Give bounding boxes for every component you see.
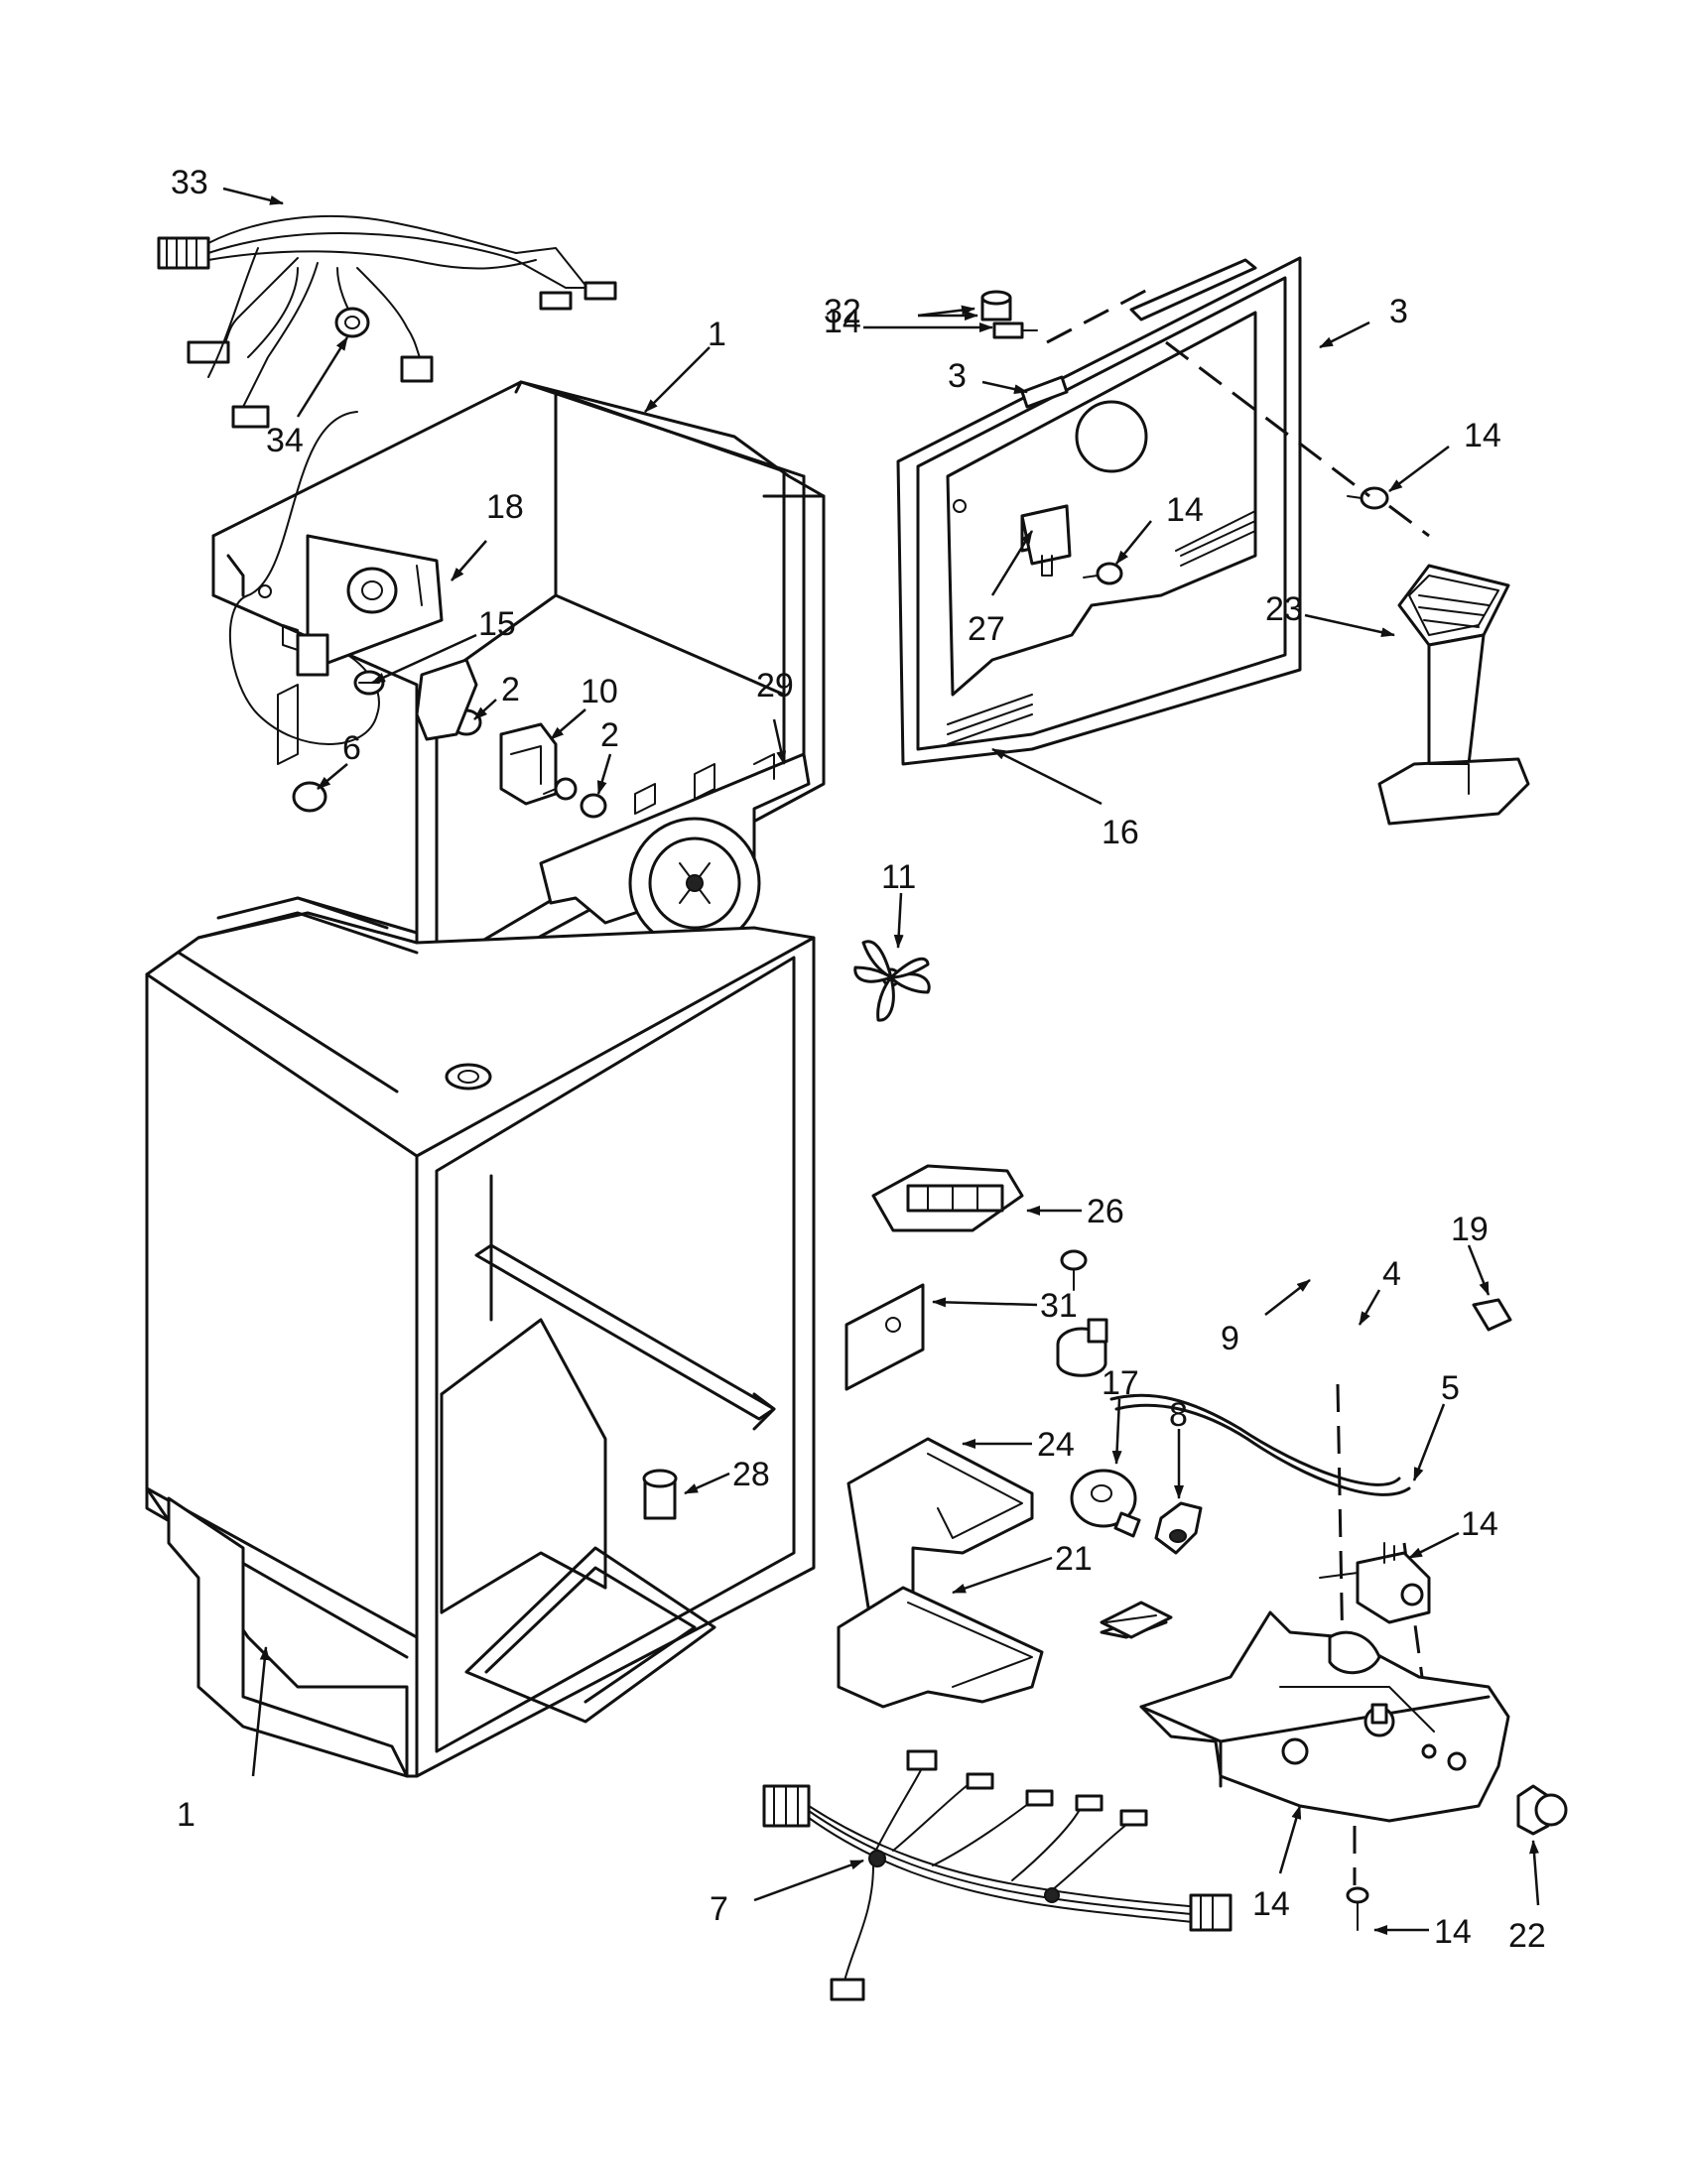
callout-33: 33 bbox=[171, 164, 208, 201]
callout-19: 19 bbox=[1451, 1211, 1489, 1248]
lamp-socket-8 bbox=[1154, 1501, 1203, 1555]
thermostat-13 bbox=[1319, 1542, 1431, 1624]
knob-6 bbox=[292, 781, 327, 813]
screw-14-top bbox=[992, 321, 1038, 339]
freezer-wire-loop bbox=[228, 411, 380, 745]
callout-7: 7 bbox=[710, 1890, 728, 1928]
callout-4: 4 bbox=[1382, 1255, 1401, 1293]
callout-3-right: 3 bbox=[1389, 293, 1408, 330]
callout-27: 27 bbox=[968, 610, 1005, 648]
callout-9: 9 bbox=[1221, 1320, 1239, 1357]
callout-34: 34 bbox=[266, 422, 304, 459]
callout-2-left: 2 bbox=[501, 671, 520, 708]
clip-2-right bbox=[580, 793, 607, 819]
screw-14-mid bbox=[1083, 562, 1123, 585]
wire-harness-33 bbox=[157, 214, 617, 429]
control-housing-18 bbox=[296, 534, 444, 677]
screw-15 bbox=[353, 670, 385, 696]
callout-2-right: 2 bbox=[600, 716, 619, 754]
callout-14-right: 14 bbox=[1464, 417, 1501, 454]
callout-12: 14 bbox=[1252, 1885, 1290, 1923]
callout-18: 18 bbox=[486, 488, 524, 526]
knob-22 bbox=[1516, 1784, 1568, 1836]
callout-29: 29 bbox=[756, 667, 794, 705]
sensor-pad bbox=[1100, 1601, 1173, 1639]
assembly-dashline-right bbox=[1165, 340, 1370, 498]
connector-19 bbox=[1472, 1298, 1512, 1332]
callout-13: 14 bbox=[1461, 1505, 1498, 1543]
light-bulb-17 bbox=[1070, 1469, 1141, 1538]
callout-17: 17 bbox=[1102, 1364, 1139, 1402]
control-housing-12 bbox=[1100, 1610, 1510, 1823]
bracket-plate-31 bbox=[844, 1283, 925, 1391]
control-box-26 bbox=[871, 1164, 1024, 1232]
callout-3-left: 3 bbox=[948, 357, 967, 395]
callout-28: 28 bbox=[732, 1456, 770, 1493]
callout-16: 16 bbox=[1102, 814, 1139, 851]
leader-lines bbox=[222, 187, 1540, 1935]
callout-24: 24 bbox=[1037, 1426, 1075, 1464]
callout-22: 22 bbox=[1508, 1917, 1546, 1955]
rear-panel-16 bbox=[896, 256, 1302, 766]
left-bracket-pieces bbox=[258, 584, 299, 765]
fan-blade-11 bbox=[853, 940, 931, 1022]
callout-14-mid: 14 bbox=[1166, 491, 1204, 529]
callout-1-bottom: 1 bbox=[177, 1796, 195, 1834]
callout-23: 23 bbox=[1265, 590, 1303, 628]
callout-15: 15 bbox=[478, 605, 516, 643]
bracket-27 bbox=[1020, 504, 1072, 577]
gasket-strip-3 bbox=[1020, 258, 1257, 409]
callout-14-top: 14 bbox=[824, 303, 861, 340]
sensor-4 bbox=[1056, 1318, 1108, 1377]
assembly-dashline-top bbox=[1046, 286, 1152, 344]
callout-labels: 33 34 1 18 15 6 2 10 2 29 11 1 32 14 3 3… bbox=[171, 164, 1546, 1955]
callout-5: 5 bbox=[1441, 1369, 1460, 1407]
damper-control-10 bbox=[499, 722, 578, 806]
callout-8: 8 bbox=[1169, 1396, 1188, 1434]
screw-9 bbox=[1060, 1249, 1088, 1291]
wire-harness-7 bbox=[762, 1749, 1233, 2001]
callout-32: 32 bbox=[824, 293, 861, 330]
air-duct-cover bbox=[415, 658, 478, 741]
crisper-cavity bbox=[440, 1174, 716, 1724]
callout-6: 6 bbox=[342, 729, 361, 767]
light-shield-21 bbox=[837, 1586, 1044, 1709]
light-cover-24 bbox=[846, 1437, 1034, 1614]
light-housing-23 bbox=[1377, 564, 1530, 826]
bottom-kick-panel bbox=[167, 1496, 409, 1778]
callout-11: 11 bbox=[881, 858, 916, 896]
assembly-dashline-light bbox=[1388, 504, 1430, 538]
callout-14-bottom: 14 bbox=[1434, 1913, 1472, 1951]
callout-31: 31 bbox=[1040, 1287, 1078, 1325]
callout-21: 21 bbox=[1055, 1540, 1093, 1578]
spacer-32 bbox=[980, 290, 1012, 321]
shelf-support-rail bbox=[474, 1243, 776, 1431]
capillary-tube-5 bbox=[1109, 1393, 1411, 1496]
callout-26: 26 bbox=[1087, 1193, 1124, 1230]
screw-14-right bbox=[1347, 486, 1389, 510]
callout-10: 10 bbox=[581, 673, 618, 710]
screw-14-bottom bbox=[1346, 1886, 1369, 1931]
refrigerator-liner bbox=[145, 896, 816, 1778]
fan-bracket-29 bbox=[539, 752, 811, 950]
callout-1-top: 1 bbox=[708, 316, 726, 353]
light-socket-28 bbox=[642, 1469, 678, 1520]
